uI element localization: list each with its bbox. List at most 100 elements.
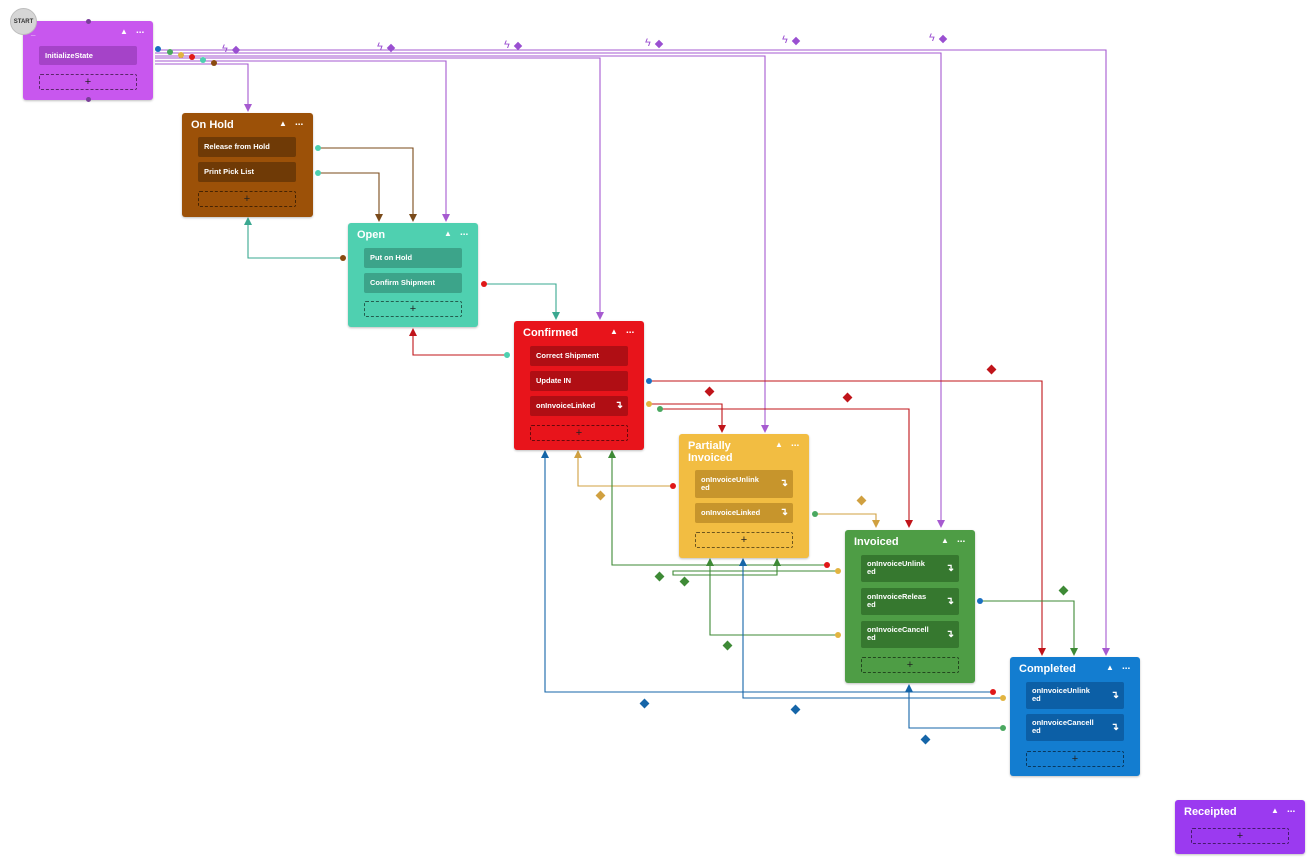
add-action-button[interactable]: +	[1026, 751, 1124, 767]
action-label: onInvoiceLinked	[536, 401, 596, 410]
action-on-invoice-unlinked[interactable]: onInvoiceUnlinked ↴	[861, 555, 959, 582]
state-title: Invoiced	[854, 536, 899, 548]
return-arrow-icon: ↴	[945, 595, 954, 607]
action-on-invoice-released[interactable]: onInvoiceReleased ↴	[861, 588, 959, 615]
connection-handle[interactable]	[86, 97, 91, 102]
trigger-marker[interactable]: ϟ	[222, 44, 244, 56]
collapse-icon[interactable]: ▲	[120, 27, 128, 36]
trigger-diamond-icon	[231, 45, 241, 55]
add-action-button[interactable]: +	[695, 532, 793, 548]
action-label: Put on Hold	[370, 253, 413, 262]
menu-icon[interactable]: ...	[791, 438, 800, 449]
action-label: onInvoiceUnlinked	[701, 475, 759, 492]
trigger-marker[interactable]: ϟ	[377, 42, 399, 54]
action-confirm-shipment[interactable]: Confirm Shipment	[364, 273, 462, 293]
state-receipted[interactable]: Receipted ▲ ... +	[1175, 800, 1305, 854]
return-arrow-icon: ↴	[1110, 721, 1119, 733]
lightning-icon: ϟ	[929, 32, 935, 44]
action-on-invoice-linked[interactable]: onInvoiceLinked ↴	[695, 503, 793, 523]
action-label: onInvoiceCancelled	[1032, 718, 1094, 735]
lightning-icon: ϟ	[504, 39, 510, 51]
add-action-button[interactable]: +	[530, 425, 628, 441]
action-label: onInvoiceLinked	[701, 508, 761, 517]
collapse-icon[interactable]: _	[31, 28, 36, 37]
return-arrow-icon: ↴	[779, 507, 788, 518]
return-arrow-icon: ↴	[779, 478, 788, 489]
action-on-invoice-unlinked[interactable]: onInvoiceUnlinked ↴	[1026, 682, 1124, 709]
lightning-icon: ϟ	[222, 43, 228, 55]
trigger-diamond-icon	[938, 34, 948, 44]
action-label: onInvoiceReleased	[867, 592, 927, 609]
lightning-icon: ϟ	[645, 37, 651, 49]
add-action-button[interactable]: +	[198, 191, 296, 207]
collapse-icon[interactable]: ▲	[1271, 806, 1279, 815]
action-release-from-hold[interactable]: Release from Hold	[198, 137, 296, 157]
collapse-icon[interactable]: ▲	[279, 119, 287, 128]
action-label: onInvoiceUnlinked	[1032, 686, 1090, 703]
trigger-diamond-icon	[654, 39, 664, 49]
trigger-marker[interactable]: ϟ	[782, 35, 804, 47]
trigger-marker[interactable]: ϟ	[645, 38, 667, 50]
return-arrow-icon: ↴	[1110, 689, 1119, 701]
state-initialize[interactable]: _ ▲ ... InitializeState +	[23, 19, 153, 102]
state-title: On Hold	[191, 119, 234, 131]
action-label: onInvoiceCancelled	[867, 625, 929, 642]
action-put-on-hold[interactable]: Put on Hold	[364, 248, 462, 268]
trigger-diamond-icon	[513, 41, 523, 51]
menu-icon[interactable]: ...	[295, 117, 304, 128]
trigger-diamond-icon	[386, 43, 396, 53]
connection-handle[interactable]	[86, 19, 91, 24]
action-label: onInvoiceUnlinked	[867, 559, 925, 576]
state-open[interactable]: Open ▲ ... Put on Hold Confirm Shipment …	[348, 223, 478, 327]
add-action-button[interactable]: +	[364, 301, 462, 317]
action-correct-shipment[interactable]: Correct Shipment	[530, 346, 628, 366]
lightning-icon: ϟ	[782, 34, 788, 46]
menu-icon[interactable]: ...	[1122, 661, 1131, 672]
menu-icon[interactable]: ...	[136, 25, 145, 36]
action-on-invoice-linked[interactable]: onInvoiceLinked ↴	[530, 396, 628, 416]
state-title: Partially Invoiced	[688, 440, 733, 464]
state-title: Open	[357, 229, 386, 241]
add-action-button[interactable]: +	[39, 74, 137, 90]
add-action-button[interactable]: +	[1191, 828, 1289, 844]
return-arrow-icon: ↴	[614, 400, 623, 411]
state-on-hold[interactable]: On Hold ▲ ... Release from Hold Print Pi…	[182, 113, 313, 217]
action-label: Correct Shipment	[536, 351, 599, 360]
collapse-icon[interactable]: ▲	[610, 327, 618, 336]
menu-icon[interactable]: ...	[460, 227, 469, 238]
action-on-invoice-cancelled[interactable]: onInvoiceCancelled ↴	[1026, 714, 1124, 741]
state-title: Confirmed	[523, 327, 578, 339]
action-label: Update IN	[536, 376, 572, 385]
menu-icon[interactable]: ...	[626, 325, 635, 336]
menu-icon[interactable]: ...	[1287, 804, 1296, 815]
action-initialize-state[interactable]: InitializeState	[39, 46, 137, 65]
return-arrow-icon: ↴	[945, 628, 954, 640]
collapse-icon[interactable]: ▲	[941, 536, 949, 545]
trigger-diamond-icon	[791, 36, 801, 46]
trigger-marker[interactable]: ϟ	[504, 40, 526, 52]
collapse-icon[interactable]: ▲	[444, 229, 452, 238]
start-badge[interactable]: START	[10, 8, 37, 35]
collapse-icon[interactable]: ▲	[1106, 663, 1114, 672]
state-title: Receipted	[1184, 806, 1237, 818]
action-label: InitializeState	[45, 51, 93, 60]
state-partially-invoiced[interactable]: Partially Invoiced ▲ ... onInvoiceUnlink…	[679, 434, 809, 558]
collapse-icon[interactable]: ▲	[775, 440, 783, 449]
state-completed[interactable]: Completed ▲ ... onInvoiceUnlinked ↴ onIn…	[1010, 657, 1140, 776]
state-invoiced[interactable]: Invoiced ▲ ... onInvoiceUnlinked ↴ onInv…	[845, 530, 975, 683]
add-action-button[interactable]: +	[861, 657, 959, 673]
action-print-pick-list[interactable]: Print Pick List	[198, 162, 296, 182]
return-arrow-icon: ↴	[945, 562, 954, 574]
menu-icon[interactable]: ...	[957, 534, 966, 545]
action-label: Release from Hold	[204, 142, 270, 151]
action-label: Confirm Shipment	[370, 278, 435, 287]
action-on-invoice-unlinked[interactable]: onInvoiceUnlinked ↴	[695, 470, 793, 498]
state-title: Completed	[1019, 663, 1076, 675]
action-label: Print Pick List	[204, 167, 255, 176]
lightning-icon: ϟ	[377, 41, 383, 53]
action-update-in[interactable]: Update IN	[530, 371, 628, 391]
action-on-invoice-cancelled[interactable]: onInvoiceCancelled ↴	[861, 621, 959, 648]
trigger-marker[interactable]: ϟ	[929, 33, 951, 45]
state-confirmed[interactable]: Confirmed ▲ ... Correct Shipment Update …	[514, 321, 644, 450]
